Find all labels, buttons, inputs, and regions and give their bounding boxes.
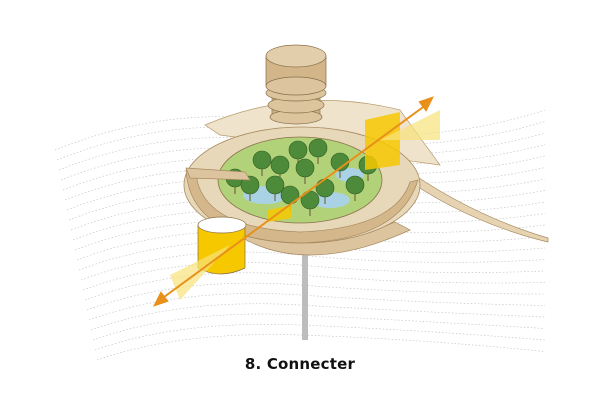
tree [345,175,365,201]
glass-panel [268,205,292,222]
tree [288,140,308,166]
contour-line [72,210,546,241]
contour-line [94,323,546,351]
connection-arrow-icon [153,96,434,307]
courtyard-trees [225,138,378,216]
pond [310,192,350,208]
light-cone [380,110,440,140]
contour-line [96,334,546,361]
tree [252,150,272,176]
contour-line [60,144,546,181]
contour-line [90,303,546,331]
tree [330,152,350,178]
support-pole [302,250,308,340]
curved-ramp [395,164,549,243]
stair-cylinder-top [197,216,247,234]
tree [240,175,260,201]
contour-line [82,262,546,291]
contour-line [84,272,546,301]
tower [265,44,327,125]
contour-line [86,282,546,311]
contour-line [80,251,546,281]
glass-panel [365,112,400,170]
tree [265,175,285,201]
tree [270,155,290,181]
terrain-contour-lines [54,109,546,361]
contour-line [92,313,546,341]
diagram-caption: 8. Connecter [244,355,356,373]
contour-line [88,293,546,321]
contour-line [66,178,546,211]
tree [295,158,315,184]
entrance-ledge [185,167,251,181]
tree [308,138,328,164]
